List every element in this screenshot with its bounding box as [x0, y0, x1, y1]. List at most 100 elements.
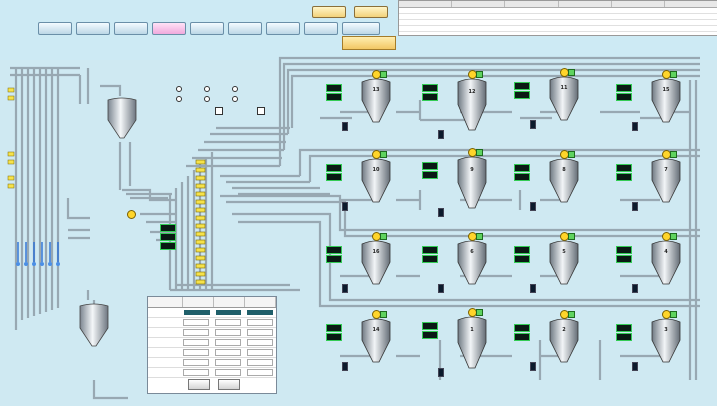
valve-icon[interactable]	[568, 69, 575, 76]
tank-2[interactable]: 2	[548, 316, 580, 364]
valve-icon[interactable]	[568, 311, 575, 318]
table-row[interactable]	[399, 14, 717, 20]
valve-icon[interactable]	[670, 311, 677, 318]
recipe-field[interactable]	[214, 339, 241, 346]
table-row	[148, 368, 276, 378]
valve-icon[interactable]	[380, 151, 387, 158]
level-readout	[514, 333, 530, 341]
recipe-field[interactable]	[214, 369, 241, 376]
radio-option-1[interactable]	[176, 86, 183, 93]
exit-system-button[interactable]	[354, 6, 388, 18]
radio-option-4[interactable]	[176, 96, 183, 103]
level-readout	[326, 93, 342, 101]
col-header-1	[399, 1, 453, 7]
valve-icon[interactable]	[476, 233, 483, 240]
tank-label: 16	[372, 249, 380, 255]
level-readout	[326, 255, 342, 263]
level-readout	[326, 173, 342, 181]
tank-6[interactable]: 6	[456, 238, 488, 286]
recipe-field[interactable]	[247, 310, 274, 315]
recipe-field[interactable]	[182, 329, 209, 336]
valve-icon[interactable]	[380, 311, 387, 318]
tank-16[interactable]: 16	[360, 238, 392, 286]
level-readout	[616, 84, 632, 92]
valve-icon[interactable]	[380, 233, 387, 240]
table-row[interactable]	[399, 26, 717, 32]
tank-7[interactable]: 7	[650, 156, 682, 204]
temperature-readout	[438, 368, 444, 377]
radio-option-5[interactable]	[204, 96, 211, 103]
recipe-field[interactable]	[214, 359, 241, 366]
recipe-header-3	[214, 297, 245, 307]
recipe-field[interactable]	[182, 369, 209, 376]
valve-icon[interactable]	[670, 233, 677, 240]
recipe-field[interactable]	[214, 329, 241, 336]
level-readout	[422, 331, 438, 339]
valve-icon[interactable]	[568, 233, 575, 240]
tank-icon	[549, 158, 579, 203]
recipe-field[interactable]	[246, 339, 273, 346]
recipe-field[interactable]	[215, 310, 242, 315]
tank-icon	[457, 156, 487, 209]
nav-button-9[interactable]	[342, 22, 380, 35]
recipe-field[interactable]	[246, 359, 273, 366]
nav-button-4[interactable]	[152, 22, 186, 35]
user-login-button[interactable]	[312, 6, 346, 18]
tank-15[interactable]: 15	[650, 76, 682, 124]
tank-8[interactable]: 8	[548, 156, 580, 204]
nav-button-7[interactable]	[266, 22, 300, 35]
valve-icon[interactable]	[476, 149, 483, 156]
nav-button-3[interactable]	[114, 22, 148, 35]
table-row[interactable]	[399, 8, 717, 14]
tank-3[interactable]: 3	[650, 316, 682, 364]
recipe-panel	[147, 296, 277, 394]
valve-icon[interactable]	[568, 151, 575, 158]
tank-5[interactable]: 5	[548, 238, 580, 286]
pump-icon[interactable]	[127, 210, 136, 219]
cancel-button[interactable]	[218, 379, 240, 390]
confirm-button[interactable]	[188, 379, 210, 390]
table-row	[148, 338, 276, 348]
table-row[interactable]	[399, 20, 717, 26]
recipe-field[interactable]	[246, 369, 273, 376]
radio-option-2[interactable]	[204, 86, 211, 93]
tank-icon	[361, 240, 391, 285]
tank-10[interactable]: 10	[360, 156, 392, 204]
tank-icon	[457, 316, 487, 369]
recipe-field[interactable]	[214, 349, 241, 356]
nav-button-1[interactable]	[38, 22, 72, 35]
radio-option-6[interactable]	[232, 96, 239, 103]
tank-11[interactable]: 11	[548, 74, 580, 122]
level-readout	[616, 164, 632, 172]
checkbox-2[interactable]	[257, 107, 265, 115]
recipe-header-2	[183, 297, 214, 307]
tank-14[interactable]: 14	[360, 316, 392, 364]
recipe-field[interactable]	[182, 349, 209, 356]
radio-option-3[interactable]	[232, 86, 239, 93]
recipe-field[interactable]	[246, 319, 273, 326]
recipe-field[interactable]	[246, 349, 273, 356]
flow-readout-2	[160, 233, 176, 241]
nav-button-2[interactable]	[76, 22, 110, 35]
nav-button-6[interactable]	[228, 22, 262, 35]
valve-icon[interactable]	[670, 71, 677, 78]
tank-1[interactable]: 1	[456, 314, 488, 370]
nav-button-5[interactable]	[190, 22, 224, 35]
tank-4[interactable]: 4	[650, 238, 682, 286]
level-readout	[616, 255, 632, 263]
recipe-field[interactable]	[182, 319, 209, 326]
recipe-field[interactable]	[246, 329, 273, 336]
recipe-field[interactable]	[184, 310, 210, 315]
recipe-field[interactable]	[182, 339, 209, 346]
tank-9[interactable]: 9	[456, 154, 488, 210]
valve-icon[interactable]	[670, 151, 677, 158]
valve-icon[interactable]	[380, 71, 387, 78]
valve-icon[interactable]	[476, 71, 483, 78]
valve-icon[interactable]	[476, 309, 483, 316]
recipe-field[interactable]	[214, 319, 241, 326]
checkbox-1[interactable]	[215, 107, 223, 115]
tank-12[interactable]: 12	[456, 76, 488, 132]
nav-button-8[interactable]	[304, 22, 338, 35]
recipe-field[interactable]	[182, 359, 209, 366]
tank-13[interactable]: 13	[360, 76, 392, 124]
